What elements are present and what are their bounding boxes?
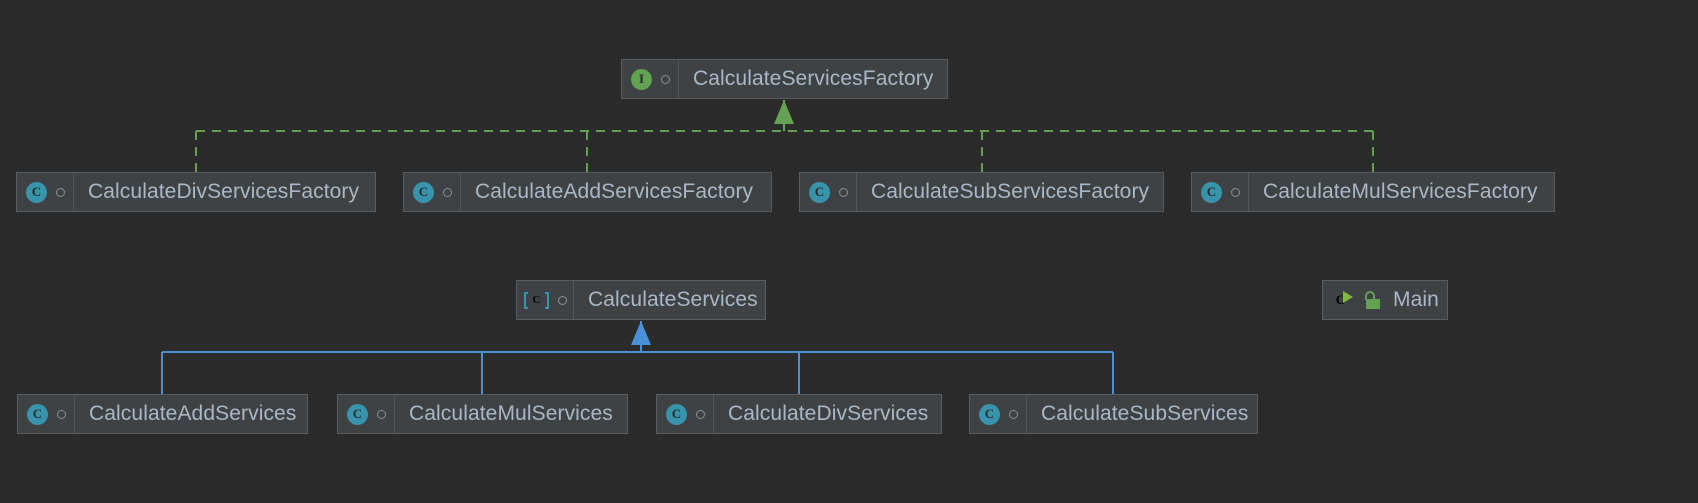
- class-icon: C: [27, 403, 48, 425]
- unlock-icon: [1364, 290, 1382, 310]
- node-calculate-div-services[interactable]: C CalculateDivServices: [656, 394, 942, 434]
- member-dot-icon: [696, 409, 705, 419]
- node-calculate-mul-services-factory[interactable]: C CalculateMulServicesFactory: [1191, 172, 1555, 212]
- node-gutter: C: [1192, 173, 1249, 211]
- class-icon: C: [26, 181, 47, 203]
- node-label: CalculateMulServicesFactory: [1263, 180, 1538, 203]
- node-gutter: C: [800, 173, 857, 211]
- node-calculate-add-services-factory[interactable]: C CalculateAddServicesFactory: [403, 172, 772, 212]
- class-icon: C: [809, 181, 830, 203]
- inheritance-arrowhead: [631, 321, 651, 345]
- node-calculate-services-factory[interactable]: I CalculateServicesFactory: [621, 59, 948, 99]
- class-icon: C: [1201, 181, 1222, 203]
- node-label: CalculateAddServices: [89, 402, 297, 425]
- class-icon: C: [413, 181, 434, 203]
- node-label: CalculateDivServicesFactory: [88, 180, 360, 203]
- member-dot-icon: [558, 295, 567, 305]
- member-dot-icon: [839, 187, 848, 197]
- node-gutter: C: [17, 173, 74, 211]
- node-gutter: C: [657, 395, 714, 433]
- class-icon: C: [347, 403, 368, 425]
- class-icon: C: [979, 403, 1000, 425]
- node-label: CalculateSubServicesFactory: [871, 180, 1150, 203]
- node-gutter: C: [517, 281, 574, 319]
- node-calculate-sub-services-factory[interactable]: C CalculateSubServicesFactory: [799, 172, 1164, 212]
- node-label: Main: [1393, 288, 1439, 311]
- node-calculate-sub-services[interactable]: C CalculateSubServices: [969, 394, 1258, 434]
- run-arrow-icon: [1342, 291, 1353, 303]
- abstract-class-icon: C: [524, 290, 549, 311]
- member-dot-icon: [661, 74, 670, 84]
- class-icon: C: [666, 403, 687, 425]
- node-gutter: I: [622, 60, 679, 98]
- inheritance-edges: [161, 321, 1114, 394]
- node-gutter: C: [1323, 281, 1385, 319]
- member-dot-icon: [377, 409, 386, 419]
- node-gutter: C: [404, 173, 461, 211]
- node-gutter: C: [970, 395, 1027, 433]
- member-dot-icon: [57, 409, 66, 419]
- node-label: CalculateMulServices: [409, 402, 613, 425]
- member-dot-icon: [1009, 409, 1018, 419]
- node-calculate-services[interactable]: C CalculateServices: [516, 280, 766, 320]
- member-dot-icon: [443, 187, 452, 197]
- node-gutter: C: [338, 395, 395, 433]
- interface-icon: I: [631, 68, 652, 90]
- node-label: CalculateAddServicesFactory: [475, 180, 754, 203]
- node-main[interactable]: C Main: [1322, 280, 1448, 320]
- node-calculate-div-services-factory[interactable]: C CalculateDivServicesFactory: [16, 172, 376, 212]
- node-calculate-mul-services[interactable]: C CalculateMulServices: [337, 394, 628, 434]
- node-label: CalculateDivServices: [728, 402, 929, 425]
- node-gutter: C: [18, 395, 75, 433]
- realization-edges: [195, 100, 1374, 172]
- node-calculate-add-services[interactable]: C CalculateAddServices: [17, 394, 308, 434]
- member-dot-icon: [1231, 187, 1240, 197]
- node-label: CalculateServicesFactory: [693, 67, 934, 90]
- member-dot-icon: [56, 187, 65, 197]
- runnable-class-icon: C: [1331, 289, 1355, 311]
- node-label: CalculateServices: [588, 288, 758, 311]
- realization-arrowhead: [774, 100, 794, 124]
- node-label: CalculateSubServices: [1041, 402, 1249, 425]
